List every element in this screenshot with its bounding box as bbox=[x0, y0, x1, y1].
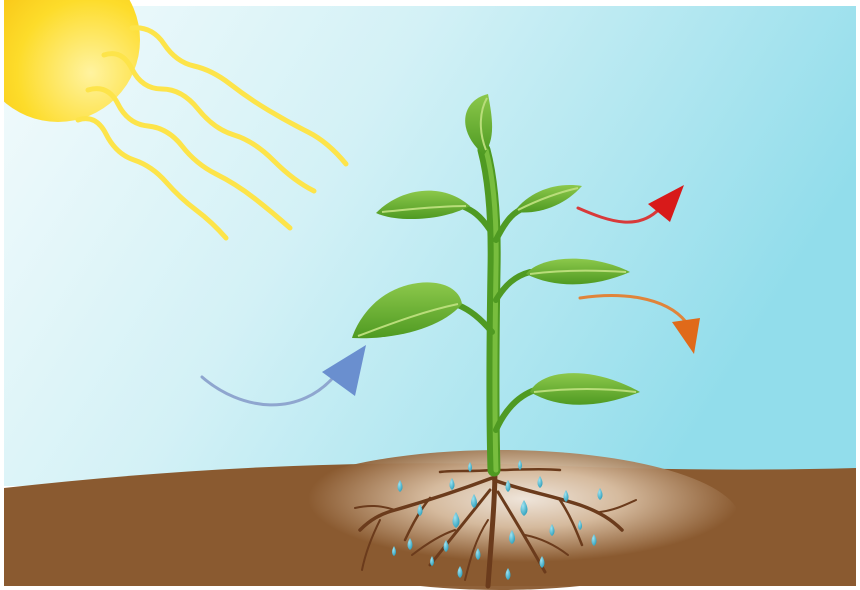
sky bbox=[4, 6, 856, 486]
